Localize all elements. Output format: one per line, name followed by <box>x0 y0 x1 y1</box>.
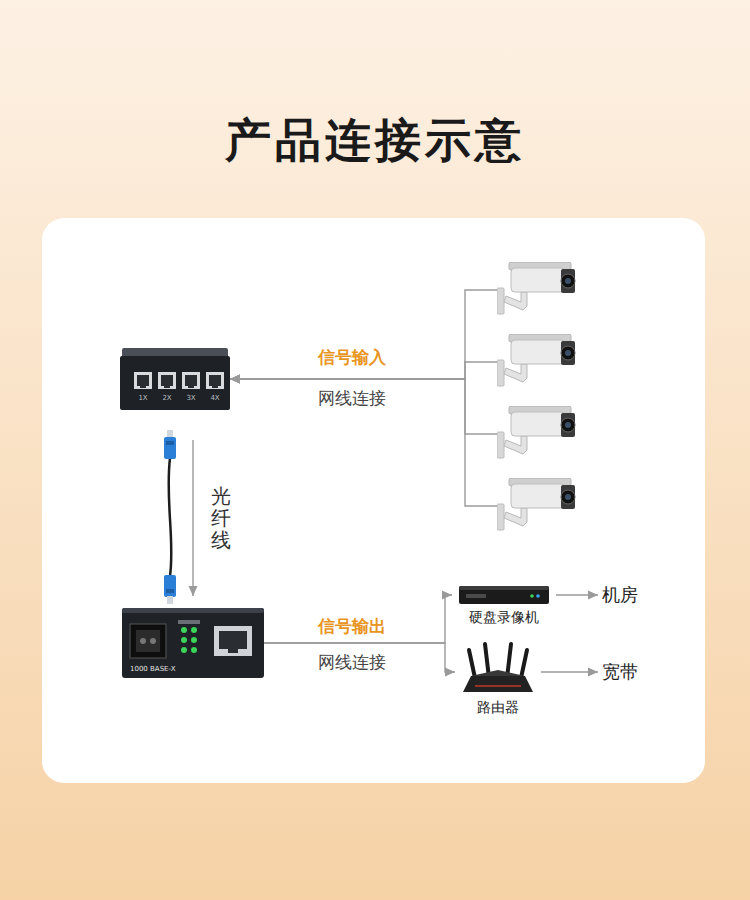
camera-icon <box>497 478 579 534</box>
destination-text: 机房 <box>602 583 638 607</box>
destination-label: 宽带 <box>598 660 642 684</box>
connector-arrow <box>230 290 497 379</box>
signal-label: 信号输出 <box>318 615 386 637</box>
model-label: 1000 BASE-X <box>130 665 264 674</box>
camera <box>497 262 579 318</box>
panel <box>42 218 705 783</box>
connector-arrow <box>230 379 497 434</box>
camera <box>497 334 579 390</box>
camera-icon <box>497 334 579 390</box>
device-label: 硬盘录像机 <box>452 608 556 626</box>
fiber-cable <box>164 430 176 604</box>
page-title: 产品连接示意 <box>0 108 750 172</box>
camera <box>497 406 579 462</box>
camera <box>497 478 579 534</box>
media-converter: 1000 BASE-X <box>122 608 264 678</box>
port-label: 4X <box>203 394 227 410</box>
network-switch: 1X2X3X4X <box>120 348 230 410</box>
connector-arrow <box>192 440 193 596</box>
port-label: 3X <box>179 394 203 410</box>
destination-text: 宽带 <box>602 660 638 684</box>
camera-icon <box>497 262 579 318</box>
connector-arrow <box>264 595 452 643</box>
connector-arrow <box>556 594 598 595</box>
cable-label: 网线连接 <box>318 387 386 409</box>
destination-label: 机房 <box>598 583 642 607</box>
connector-arrow <box>541 671 598 672</box>
port-label: 2X <box>155 394 179 410</box>
device-label: 路由器 <box>455 698 541 716</box>
signal-label: 信号输入 <box>318 346 386 368</box>
edge-label: 光纤线 <box>211 485 231 551</box>
camera-icon <box>497 406 579 462</box>
cable-label: 网线连接 <box>318 651 386 673</box>
connector-arrow <box>264 643 455 672</box>
video-recorder: 硬盘录像机 <box>452 582 556 628</box>
connector-arrow <box>230 379 497 506</box>
router: 路由器 <box>455 640 541 720</box>
port-label: 1X <box>131 394 155 410</box>
